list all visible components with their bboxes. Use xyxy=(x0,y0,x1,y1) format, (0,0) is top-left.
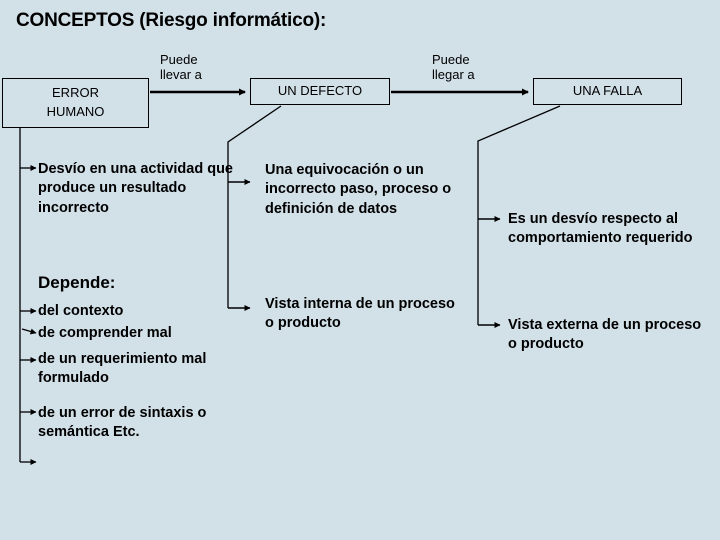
detail-defecto-equivocacion: Una equivocación o un incorrecto paso, p… xyxy=(265,162,452,217)
detail-falla-vista-externa: Vista externa de un proceso o producto xyxy=(508,317,702,353)
detail-error-requerimiento: de un requerimiento mal formulado xyxy=(38,351,207,387)
detail-error-contexto: del contexto xyxy=(38,303,124,319)
node-un-defecto[interactable]: UN DEFECTO xyxy=(250,78,390,105)
branch-comprender xyxy=(21,328,37,335)
node-una-falla[interactable]: UNA FALLA xyxy=(533,78,682,105)
page-title: CONCEPTOS (Riesgo informático): xyxy=(16,10,327,31)
detail-error-comprender-mal: de comprender mal xyxy=(38,325,172,341)
detail-error-depende-heading: Depende: xyxy=(38,273,116,292)
detail-error-desvio: Desvío en una actividad que produce un r… xyxy=(38,161,233,216)
detail-defecto-vista-interna: Vista interna de un proceso o producto xyxy=(265,296,455,332)
detail-falla-desvio: Es un desvío respecto al comportamiento … xyxy=(508,211,693,247)
detail-error-sintaxis: de un error de sintaxis o semántica Etc. xyxy=(38,405,207,441)
